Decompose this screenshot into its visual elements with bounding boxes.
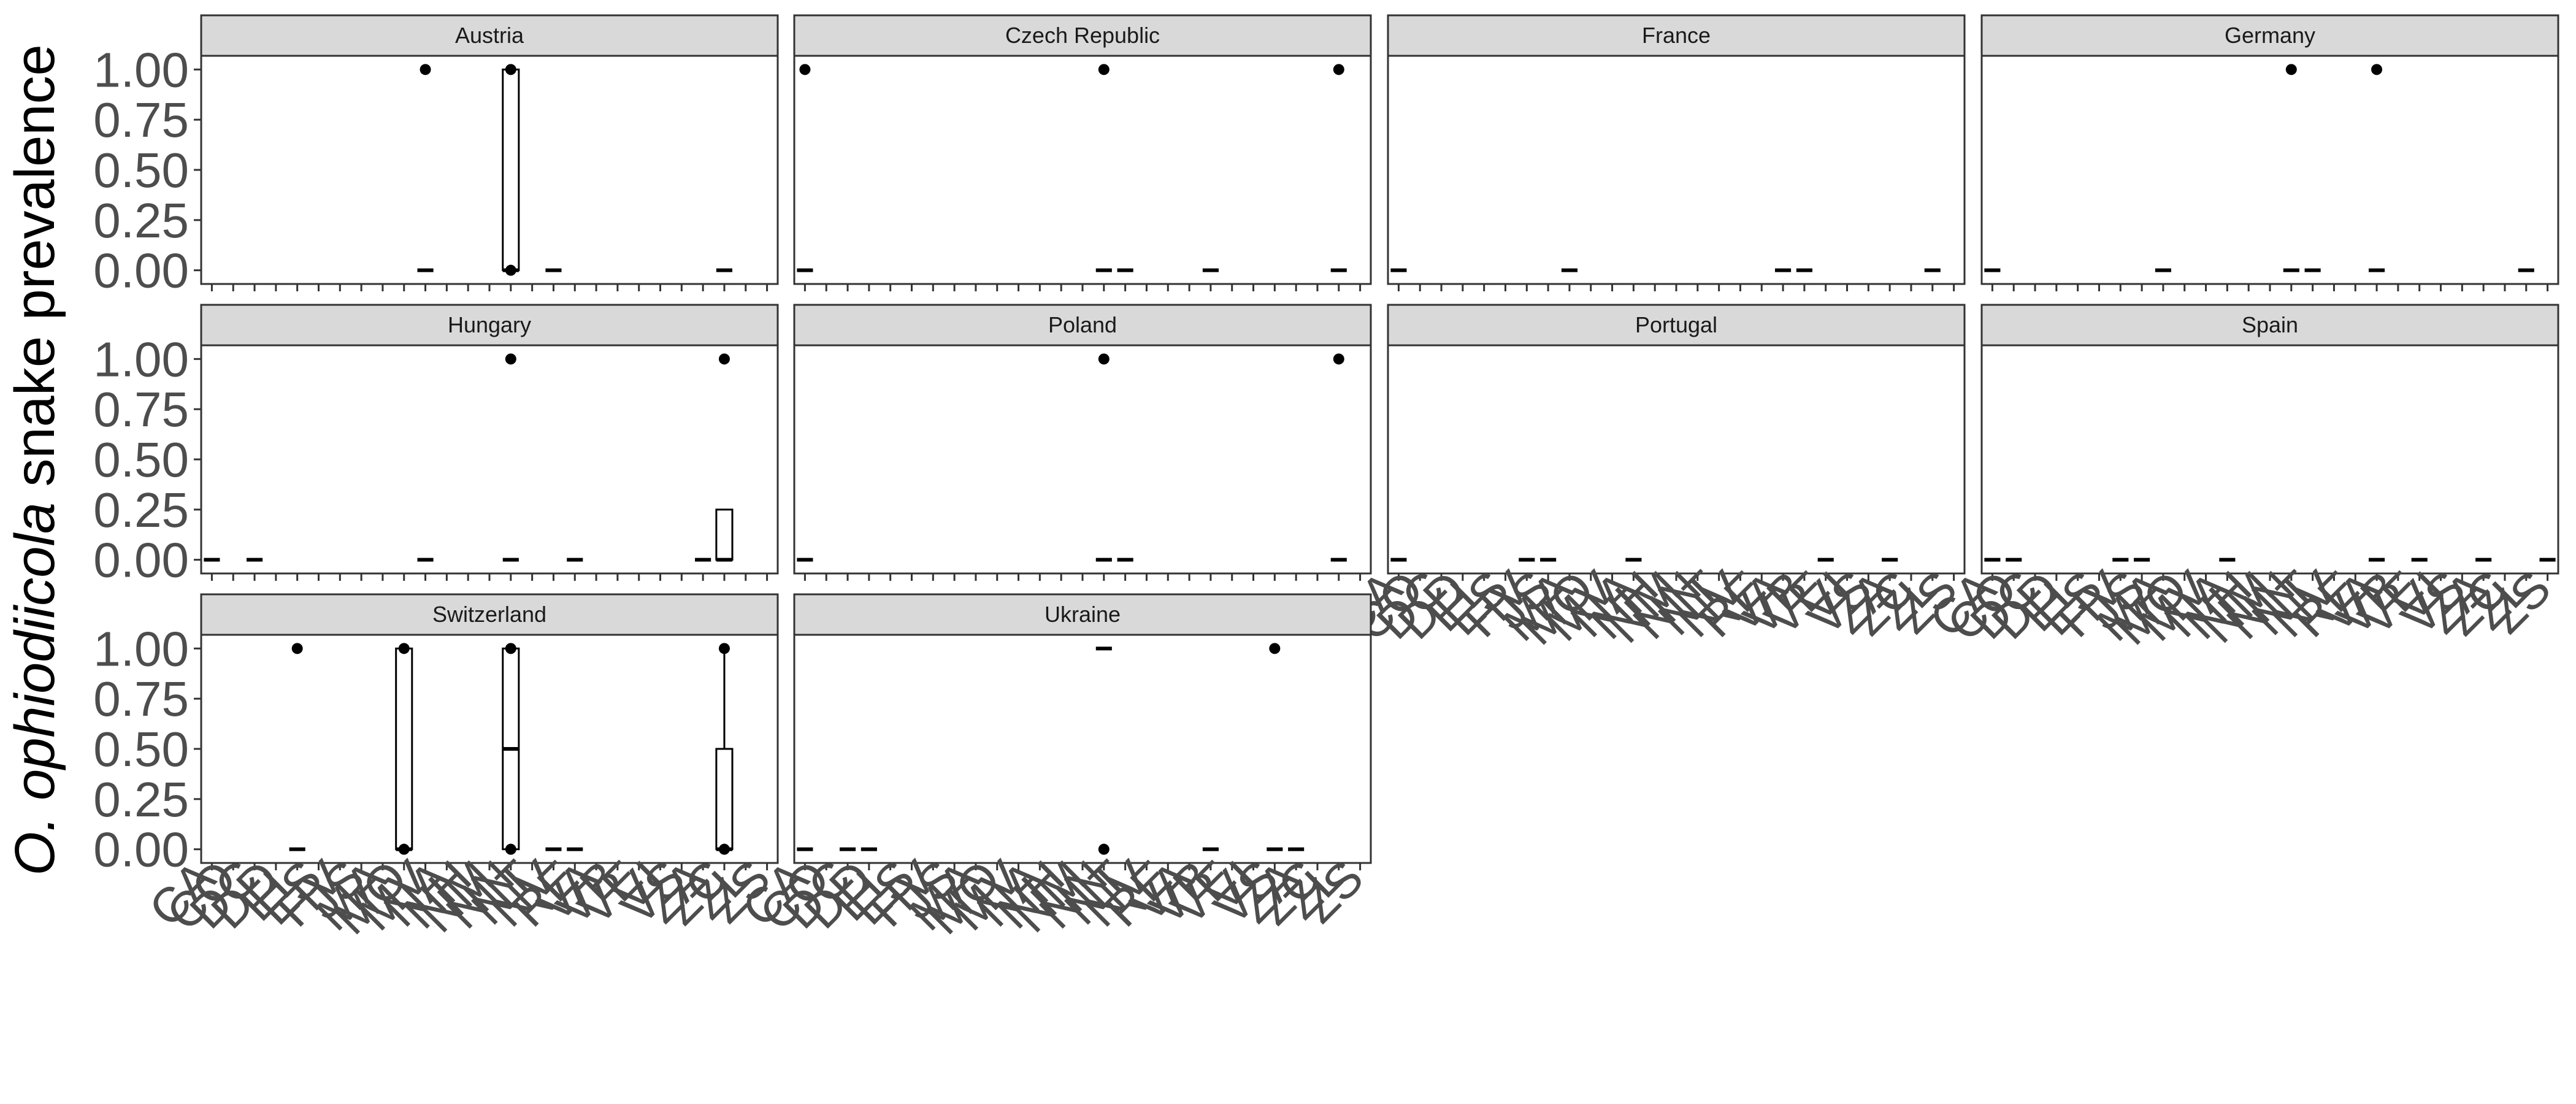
outlier-point <box>2285 64 2297 75</box>
outlier-point <box>1098 64 1110 75</box>
facet-france: France <box>1387 14 1966 291</box>
facet-ukraine: UkraineCACODCDDELESHVJSMAMOMVNANHNMNNNTN… <box>732 593 1374 945</box>
box-nn <box>1095 353 1112 562</box>
outlier-point <box>420 64 431 75</box>
y-tick-label: 0.50 <box>93 722 189 776</box>
panel-border <box>1980 55 2559 285</box>
box-body <box>395 647 413 851</box>
panel-border <box>1387 55 1966 285</box>
y-tick-label: 0.50 <box>93 432 189 487</box>
outlier-point <box>398 843 410 855</box>
panel-border <box>793 634 1372 864</box>
facet-austria: Austria 0.000.250.500.751.00 <box>93 14 779 298</box>
facet-germany: Germany <box>1980 14 2559 291</box>
outlier-point <box>718 843 730 855</box>
outlier-point <box>505 353 516 365</box>
box-nn <box>502 353 519 562</box>
facet-title: Poland <box>1048 312 1117 337</box>
outlier-point <box>718 353 730 365</box>
facet-strip <box>793 593 1372 636</box>
panel-border <box>200 55 779 285</box>
outlier-point <box>291 643 303 654</box>
box-nn <box>502 643 520 855</box>
facet-czech-republic: Czech Republic <box>793 14 1372 291</box>
y-axis-label-rest: snake prevalence <box>4 44 66 502</box>
facet-strip <box>1387 304 1966 347</box>
outlier-point <box>505 264 516 276</box>
facet-title: Switzerland <box>432 602 546 627</box>
box-nn <box>1095 64 1112 272</box>
y-tick-label: 0.25 <box>93 772 189 827</box>
y-tick-label: 0.75 <box>93 93 189 147</box>
facet-title: Czech Republic <box>1005 23 1160 48</box>
facet-portugal: PortugalCACODCDDELESHVJSMAMOMVNANHNMNNNT… <box>1325 304 1968 655</box>
box-zc <box>715 643 734 855</box>
panel-border <box>1387 344 1966 575</box>
outlier-point <box>718 643 730 654</box>
box-zc <box>715 353 734 562</box>
y-tick-label: 0.00 <box>93 533 189 588</box>
box-body <box>715 508 734 561</box>
outlier-point <box>505 64 516 75</box>
panel-border <box>793 55 1372 285</box>
outlier-point <box>1098 353 1110 365</box>
box-nn <box>2283 64 2299 272</box>
facet-title: Spain <box>2242 312 2298 337</box>
y-tick-label: 0.00 <box>93 243 189 298</box>
facet-title: Ukraine <box>1045 602 1121 627</box>
outlier-point <box>1269 643 1281 654</box>
y-tick-label: 0.25 <box>93 483 189 537</box>
outlier-point <box>505 843 516 855</box>
facet-spain: SpainCACODCDDELESHVJSMAMOMVNANHNMNNNTNVR… <box>1919 304 2561 655</box>
box-mv <box>417 64 434 272</box>
facet-strip <box>1980 14 2559 57</box>
facet-hungary: Hungary 0.000.250.500.751.00 <box>93 304 779 588</box>
y-tick-label: 0.75 <box>93 672 189 726</box>
outlier-point <box>2371 64 2383 75</box>
y-tick-label: 0.50 <box>93 143 189 197</box>
box-ca <box>797 64 813 272</box>
facet-title: Portugal <box>1635 312 1717 337</box>
facet-title: Germany <box>2225 23 2315 48</box>
box-va <box>2369 64 2385 272</box>
facet-switzerland: Switzerland0.000.250.500.751.00CACODCDDE… <box>93 593 781 945</box>
box-nn <box>502 64 520 276</box>
box-body <box>715 748 734 851</box>
y-tick-label: 0.75 <box>93 382 189 437</box>
y-tick-label: 1.00 <box>93 621 189 676</box>
y-tick-label: 1.00 <box>93 332 189 386</box>
facet-title: Hungary <box>448 312 531 337</box>
facet-title: Austria <box>455 23 524 48</box>
facet-strip <box>200 593 779 636</box>
y-tick-label: 0.00 <box>93 822 189 877</box>
box-zl <box>1330 64 1347 272</box>
facet-strip <box>200 14 779 57</box>
panel-border <box>200 634 779 864</box>
outlier-point <box>1333 353 1344 365</box>
panel-border <box>200 344 779 575</box>
y-axis-label: O. ophiodiicola snake prevalence <box>4 44 66 875</box>
y-axis-label-italic: O. ophiodiicola <box>4 502 66 876</box>
y-tick-label: 1.00 <box>93 42 189 97</box>
facet-poland: Poland <box>793 304 1372 581</box>
box-nn <box>1095 646 1112 855</box>
box-vs <box>1267 643 1283 851</box>
outlier-point <box>1333 64 1344 75</box>
box-el <box>289 643 305 851</box>
panel-border <box>1980 344 2559 575</box>
box-mo <box>395 643 413 855</box>
panel-border <box>793 344 1372 575</box>
box-zl <box>1330 353 1347 562</box>
outlier-point <box>505 643 516 654</box>
y-tick-label: 0.25 <box>93 193 189 248</box>
outlier-point <box>398 643 410 654</box>
facet-title: France <box>1642 23 1711 48</box>
outlier-point <box>1098 843 1110 855</box>
outlier-point <box>799 64 811 75</box>
facet-strip <box>793 14 1372 57</box>
box-body <box>502 68 520 272</box>
